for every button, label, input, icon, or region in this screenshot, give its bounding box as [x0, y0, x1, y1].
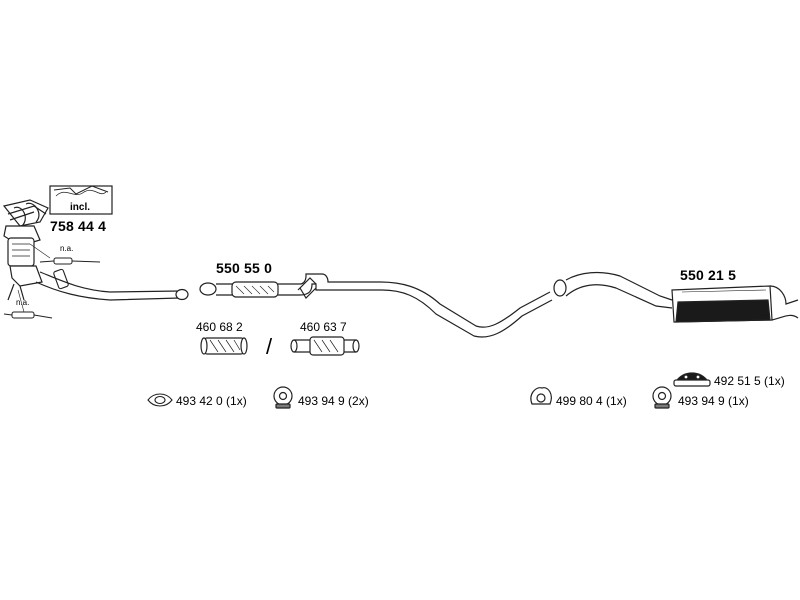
- lambda-sensor-top: [29, 243, 101, 265]
- gasket-front-label: 493 42 0 (1x): [176, 394, 247, 408]
- rear-silencer-part-number: 550 21 5: [680, 267, 737, 283]
- lambda-sensor-bottom: [3, 289, 53, 319]
- gasket-front-icon: [147, 393, 173, 407]
- repair-pipe-a-part-number: 460 68 2: [196, 320, 243, 334]
- repair-pipe-a: [200, 337, 248, 355]
- manifold-part-number: 758 44 4: [50, 218, 107, 234]
- hanger-rear-label: 493 94 9 (1x): [678, 394, 749, 408]
- front-pipe: [35, 271, 189, 301]
- manifold-included-box: [49, 185, 113, 215]
- not-available-bottom: n.a.: [16, 298, 30, 307]
- manifold-incl-label: incl.: [70, 202, 91, 213]
- front-clamp: [53, 268, 69, 290]
- middle-pipe-part-number: 550 55 0: [216, 260, 273, 276]
- alternative-slash: /: [266, 334, 273, 359]
- middle-pipe: [199, 273, 553, 338]
- rear-silencer-assembly: [553, 271, 799, 323]
- mount-rear-label: 492 51 5 (1x): [714, 374, 785, 388]
- rubber-hanger-front-icon: [273, 386, 293, 409]
- ring-rear-label: 499 80 4 (1x): [556, 394, 627, 408]
- exhaust-manifold-catalyst: [2, 199, 49, 301]
- hanger-front-label: 493 94 9 (2x): [298, 394, 369, 408]
- rubber-mount-rear-icon: [673, 372, 711, 387]
- not-available-top: n.a.: [60, 244, 74, 253]
- exhaust-ring-rear-icon: [530, 387, 552, 405]
- rubber-hanger-rear-icon: [652, 386, 672, 409]
- repair-pipe-b: [290, 336, 360, 356]
- repair-pipe-b-part-number: 460 63 7: [300, 320, 347, 334]
